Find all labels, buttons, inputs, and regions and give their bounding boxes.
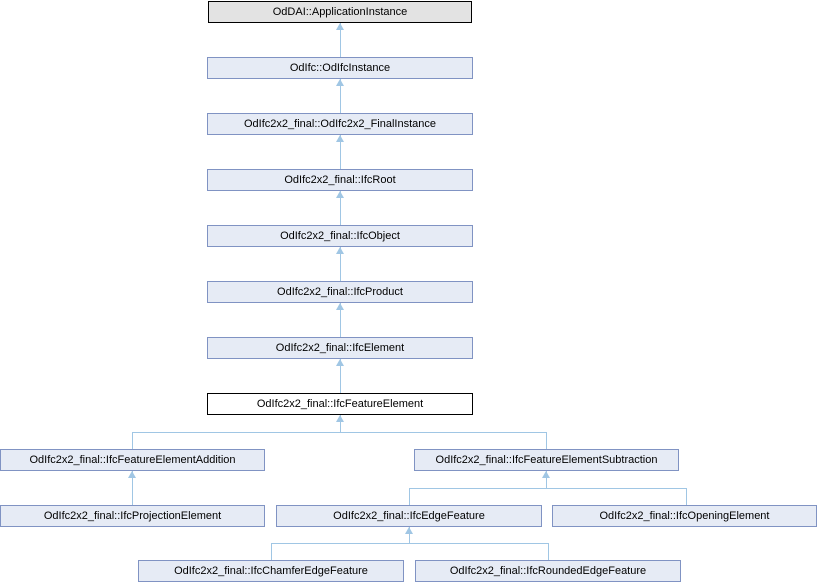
inheritance-edge bbox=[340, 135, 341, 169]
inheritance-edge bbox=[340, 303, 341, 337]
inheritance-edge bbox=[340, 23, 341, 57]
arrow-up-icon bbox=[336, 135, 344, 142]
class-node-ifc-edge-feature[interactable]: OdIfc2x2_final::IfcEdgeFeature bbox=[276, 505, 542, 527]
arrow-up-icon bbox=[336, 79, 344, 86]
class-node-oddai-application-instance: OdDAI::ApplicationInstance bbox=[208, 1, 472, 23]
inheritance-edge bbox=[271, 543, 549, 544]
class-node-ifc-element[interactable]: OdIfc2x2_final::IfcElement bbox=[207, 337, 473, 359]
class-node-ifc-feature-element-subtraction[interactable]: OdIfc2x2_final::IfcFeatureElementSubtrac… bbox=[414, 449, 679, 471]
class-node-ifc-product[interactable]: OdIfc2x2_final::IfcProduct bbox=[207, 281, 473, 303]
inheritance-edge bbox=[340, 79, 341, 113]
inheritance-edge bbox=[132, 432, 547, 433]
inheritance-edge bbox=[340, 415, 341, 433]
inheritance-edge bbox=[340, 359, 341, 393]
arrow-up-icon bbox=[336, 415, 344, 422]
class-node-odifc-instance[interactable]: OdIfc::OdIfcInstance bbox=[207, 57, 473, 79]
inheritance-edge bbox=[409, 488, 410, 505]
inheritance-edge bbox=[132, 471, 133, 505]
arrow-up-icon bbox=[336, 359, 344, 366]
arrow-up-icon bbox=[542, 471, 550, 478]
inheritance-edge bbox=[409, 488, 687, 489]
class-node-ifc-feature-element: OdIfc2x2_final::IfcFeatureElement bbox=[207, 393, 473, 415]
inheritance-edge bbox=[132, 432, 133, 449]
inheritance-edge bbox=[546, 432, 547, 449]
arrow-up-icon bbox=[336, 23, 344, 30]
inheritance-edge bbox=[340, 247, 341, 281]
class-node-odifc2x2-final-instance[interactable]: OdIfc2x2_final::OdIfc2x2_FinalInstance bbox=[207, 113, 473, 135]
class-node-ifc-projection-element[interactable]: OdIfc2x2_final::IfcProjectionElement bbox=[0, 505, 265, 527]
inheritance-edge bbox=[548, 543, 549, 560]
inheritance-edge bbox=[686, 488, 687, 505]
arrow-up-icon bbox=[336, 247, 344, 254]
class-node-ifc-opening-element[interactable]: OdIfc2x2_final::IfcOpeningElement bbox=[552, 505, 817, 527]
arrow-up-icon bbox=[336, 303, 344, 310]
class-node-ifc-chamfer-edge-feature[interactable]: OdIfc2x2_final::IfcChamferEdgeFeature bbox=[138, 560, 404, 582]
class-node-ifc-feature-element-addition[interactable]: OdIfc2x2_final::IfcFeatureElementAdditio… bbox=[0, 449, 265, 471]
inheritance-edge bbox=[546, 471, 547, 489]
arrow-up-icon bbox=[336, 191, 344, 198]
inheritance-edge bbox=[340, 191, 341, 225]
arrow-up-icon bbox=[128, 471, 136, 478]
inheritance-edge bbox=[409, 527, 410, 544]
class-node-ifc-object[interactable]: OdIfc2x2_final::IfcObject bbox=[207, 225, 473, 247]
inheritance-edge bbox=[271, 543, 272, 560]
arrow-up-icon bbox=[405, 527, 413, 534]
class-node-ifc-root[interactable]: OdIfc2x2_final::IfcRoot bbox=[207, 169, 473, 191]
class-node-ifc-rounded-edge-feature[interactable]: OdIfc2x2_final::IfcRoundedEdgeFeature bbox=[415, 560, 681, 582]
